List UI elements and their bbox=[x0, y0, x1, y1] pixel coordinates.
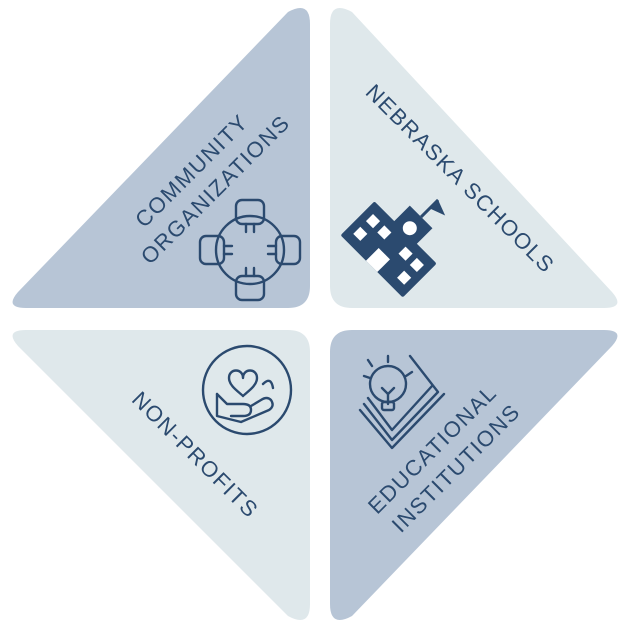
tile-bottom-left bbox=[12, 330, 311, 620]
school-building-icon bbox=[341, 198, 446, 297]
lightbulb-book-icon bbox=[358, 354, 446, 450]
quadrant-educational-institutions: EDUCATIONAL INSTITUTIONS bbox=[330, 330, 618, 620]
tile-bottom-right bbox=[330, 330, 618, 620]
heart-hand-icon bbox=[201, 344, 293, 436]
handshake-circle-icon bbox=[198, 198, 302, 302]
quadrant-nebraska-schools: NEBRASKA SCHOOLS bbox=[330, 8, 618, 308]
quadrant-non-profits: NON-PROFITS bbox=[12, 330, 311, 620]
tile-top-left bbox=[12, 8, 311, 308]
quadrant-community-organizations: COMMUNITY ORGANIZATIONS bbox=[12, 8, 311, 308]
